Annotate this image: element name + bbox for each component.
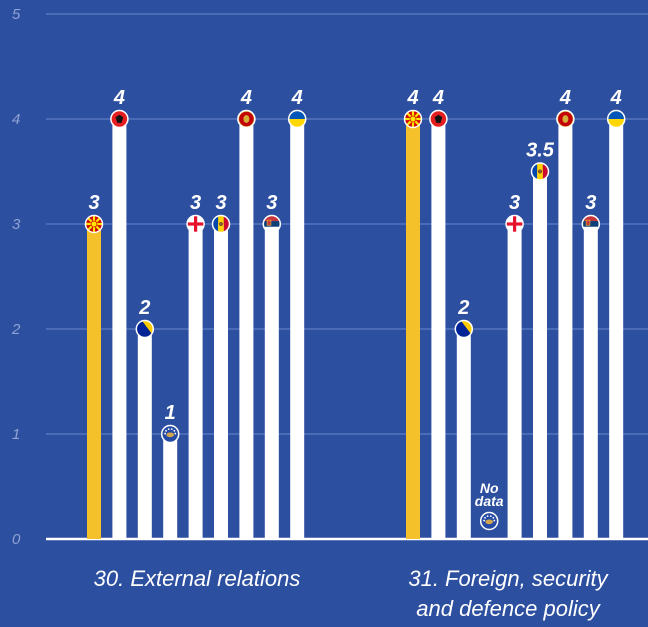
y-tick-3: 3 (12, 216, 21, 233)
serbia-flag-icon (581, 214, 601, 234)
bar-item: 3 (211, 192, 231, 539)
ukraine-flag-icon (606, 109, 626, 129)
bar-item: 3 (581, 192, 601, 539)
montenegro-flag-icon (556, 109, 575, 129)
y-tick-0: 0 (12, 531, 21, 548)
y-axis-ticks: 0 1 2 3 4 5 (11, 6, 21, 548)
bar (112, 119, 127, 539)
bar (188, 224, 203, 539)
serbia-flag-icon (262, 214, 282, 234)
bar (239, 119, 254, 539)
georgia-flag-icon (186, 214, 205, 234)
kosovo-flag-icon (479, 511, 499, 531)
bar-item: 3.5 (526, 140, 555, 539)
value-label: 2 (457, 297, 469, 319)
value-label: 3 (88, 192, 99, 214)
albania-flag-icon (110, 109, 129, 129)
bar-item: 4 (606, 87, 626, 539)
bar (214, 224, 228, 539)
bar-item: 3 (505, 192, 524, 539)
bar (456, 329, 471, 539)
kosovo-flag-icon (160, 424, 180, 444)
bar (264, 224, 279, 539)
group-label-2: and defence policy (416, 596, 601, 621)
montenegro-flag-icon (237, 109, 256, 129)
bar (533, 171, 547, 539)
value-label: 4 (291, 87, 303, 109)
no-data-label: data (475, 493, 504, 509)
bar (609, 119, 624, 539)
bosnia-flag-icon (135, 319, 155, 339)
ukraine-flag-icon (287, 109, 307, 129)
bar-item: 4 (287, 87, 307, 539)
bar-item: 4 (110, 87, 129, 539)
bar-item: 3 (262, 192, 282, 539)
value-label: 3 (585, 192, 596, 214)
y-tick-4: 4 (12, 111, 20, 128)
bar-item: 2 (454, 297, 474, 539)
value-label: 4 (113, 87, 125, 109)
group-label-1: 30. External relations (94, 566, 301, 591)
bar-item: 3 (186, 192, 205, 539)
value-label: 3 (266, 192, 277, 214)
value-label: 4 (240, 87, 252, 109)
value-label: 2 (138, 297, 150, 319)
bar-highlight (87, 224, 101, 539)
bar-item: 4 (556, 87, 575, 539)
bar-highlight (406, 119, 420, 539)
y-tick-2: 2 (11, 321, 21, 338)
bar-item: 4 (429, 87, 448, 539)
y-tick-1: 1 (12, 426, 20, 443)
moldova-flag-icon (530, 162, 550, 181)
bar-item: 1 (160, 402, 180, 539)
no-data-label: No (480, 480, 499, 496)
bar-item: 3 (84, 192, 104, 539)
value-label: 3 (190, 192, 201, 214)
value-label: 4 (610, 87, 622, 109)
value-label: 3 (509, 192, 520, 214)
value-label: 4 (559, 87, 571, 109)
value-label: 4 (432, 87, 444, 109)
bar (558, 119, 573, 539)
group-label-2: 31. Foreign, security (408, 566, 609, 591)
bar-item: 2 (135, 297, 155, 539)
y-tick-5: 5 (12, 6, 21, 23)
albania-flag-icon (429, 109, 448, 129)
value-label: 3 (215, 192, 226, 214)
value-label: 1 (165, 402, 176, 424)
bar (290, 119, 305, 539)
bar-item: 4 (237, 87, 256, 539)
bosnia-flag-icon (454, 319, 474, 339)
bar (583, 224, 598, 539)
bar (431, 119, 446, 539)
group-labels: 30. External relations 31. Foreign, secur… (94, 566, 610, 621)
value-label: 3.5 (526, 140, 555, 162)
value-label: 4 (406, 87, 418, 109)
bar (507, 224, 522, 539)
bar (137, 329, 152, 539)
georgia-flag-icon (505, 214, 524, 234)
moldova-flag-icon (211, 214, 231, 234)
bar (163, 434, 178, 539)
